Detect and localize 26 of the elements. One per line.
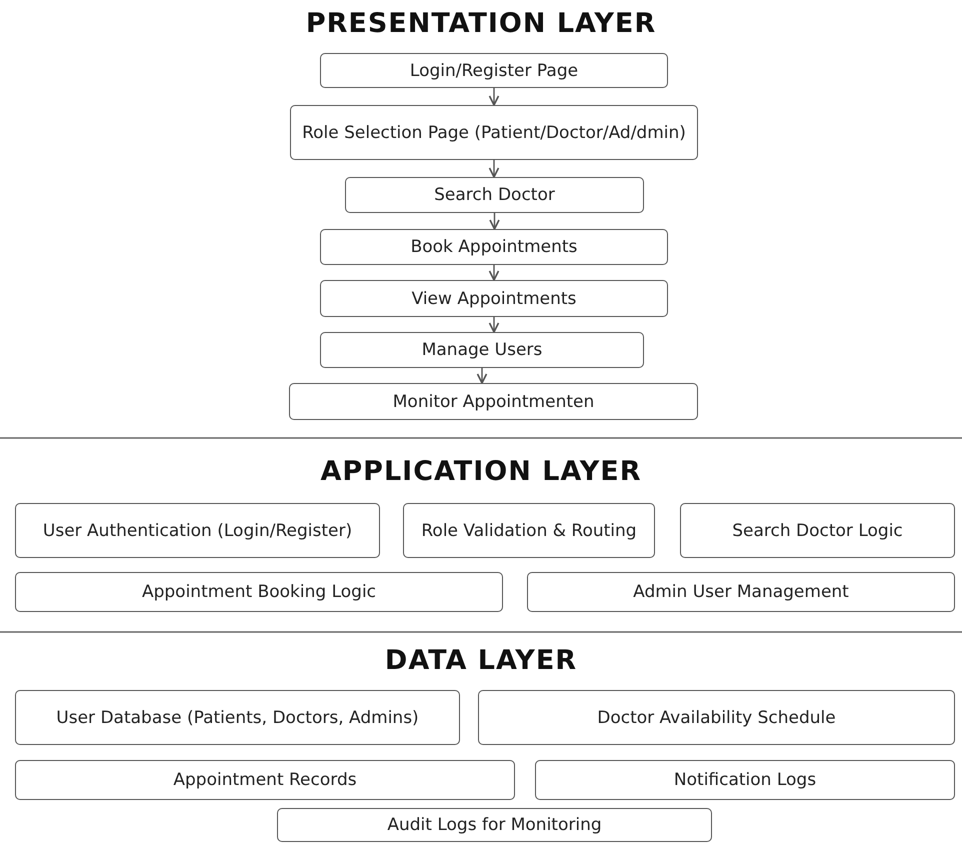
layer-heading: PRESENTATION LAYER	[306, 8, 656, 39]
data-store-box: Doctor Availability Schedule	[478, 690, 955, 745]
data-store-box: User Database (Patients, Doctors, Admins)	[15, 690, 460, 745]
logic-box: Appointment Booking Logic	[15, 572, 503, 612]
arrow	[488, 317, 500, 333]
arrow	[488, 265, 500, 281]
arrow	[476, 368, 488, 384]
logic-box: User Authentication (Login/Register)	[15, 503, 380, 558]
page-box: View Appointments	[320, 280, 668, 317]
page-box: Book Appointments	[320, 229, 668, 265]
arrow	[488, 160, 500, 178]
logic-box: Admin User Management	[527, 572, 955, 612]
logic-box: Role Validation & Routing	[403, 503, 655, 558]
layer-heading: DATA LAYER	[384, 645, 578, 676]
page-box: Search Doctor	[345, 177, 644, 213]
page-box: Monitor Appointmenten	[289, 383, 698, 420]
page-box: Role Selection Page (Patient/Doctor/Ad/dmin)	[290, 105, 698, 160]
layer-heading: APPLICATION LAYER	[320, 456, 642, 487]
data-store-box: Appointment Records	[15, 760, 515, 800]
data-store-box: Audit Logs for Monitoring	[277, 808, 712, 842]
logic-box: Search Doctor Logic	[680, 503, 955, 558]
arrow	[488, 88, 500, 106]
data-store-box: Notification Logs	[535, 760, 955, 800]
arrow	[489, 213, 500, 230]
page-box: Login/Register Page	[320, 53, 668, 88]
page-box: Manage Users	[320, 332, 644, 368]
